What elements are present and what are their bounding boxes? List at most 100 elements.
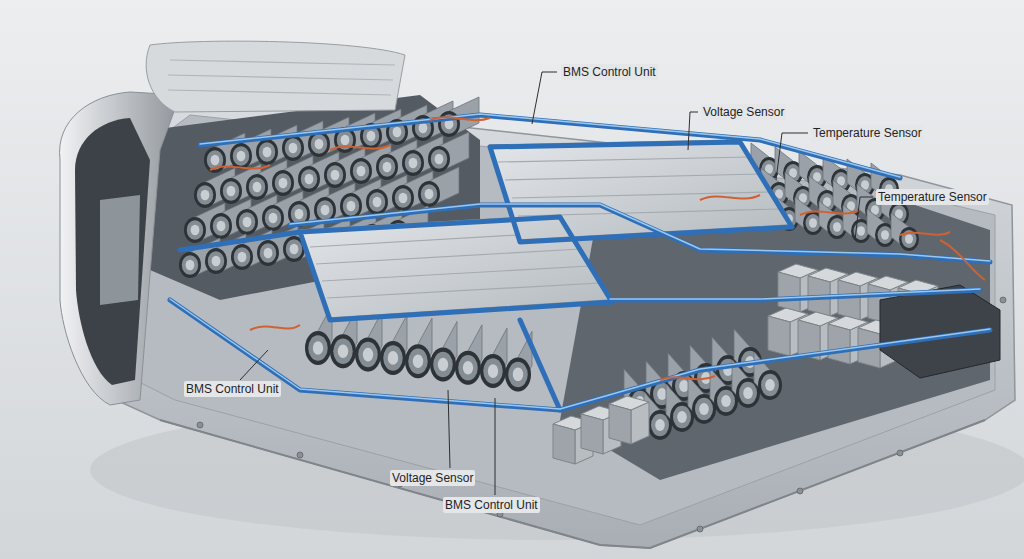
cell-rim [480,354,506,388]
cell-rim [402,150,424,176]
cell-terminal [435,154,444,164]
cell-terminal [699,403,709,415]
cell-end [458,355,478,381]
cell-terminal [857,226,865,236]
illustration-part [322,266,590,281]
cell-terminal [237,151,246,161]
cell-terminal [833,222,841,232]
cell-terminal [253,182,262,192]
cell-rim [366,189,388,215]
cell-end [739,382,757,405]
cell-rim [758,370,782,400]
cell-terminal [263,147,272,157]
cell-terminal [743,387,753,399]
illustration-part [170,115,990,410]
cell-rim [418,181,440,207]
cell-end [405,153,422,173]
illustration-part [168,75,393,80]
cell-end [286,239,303,259]
cell-end [275,173,292,193]
battery-cell [405,318,432,378]
cell-end [285,138,302,158]
illustration-part [170,114,990,409]
cell-end [308,335,328,361]
cell-rim [340,193,362,219]
coolant-tubes [170,114,990,410]
battery-module [609,396,649,444]
cell-rim [899,227,919,251]
cell-terminal [657,388,667,400]
cell-terminal [383,162,392,172]
cell-rim [455,351,481,385]
cell-rim [330,334,356,368]
part-label: BMS Control Unit [443,497,540,513]
cell-terminal [905,234,913,244]
top-cover [146,41,405,112]
module-front [838,280,860,320]
cell-terminal [677,411,687,423]
cell-rim [231,244,253,270]
tray-floor [130,115,995,525]
cell-end [383,345,403,371]
cell-end [291,204,308,224]
cell-terminal [438,358,448,372]
cell-terminal [347,201,356,211]
cell-terminal [313,341,323,355]
cell-terminal [191,225,200,235]
end-shell [60,92,180,405]
module-front [609,404,631,444]
cell-terminal [363,348,373,362]
cell-end [508,362,528,388]
cell-group [179,97,919,440]
illustration-part [330,145,390,150]
cell-end [213,216,230,236]
illustration-part [197,422,203,428]
tray-bolts [197,297,1006,532]
cell-terminal [227,186,236,196]
power-wires [210,117,985,380]
illustration-part [430,117,490,120]
illustration-part [490,142,792,242]
illustration-part [700,195,760,200]
cell-terminal [269,213,278,223]
cell-terminal [463,361,473,375]
battery-cell [430,322,457,382]
cell-terminal [367,131,376,141]
illustration-part [170,60,395,65]
illustration-part [448,390,450,468]
illustration-part [688,112,698,150]
cell-rim [179,252,201,278]
battery-cell [418,167,459,207]
cell-end [717,390,735,413]
illustration-part [180,232,300,250]
cell-terminal [881,230,889,240]
cell-rim [230,143,252,169]
cell-terminal [315,139,324,149]
illustration-part [327,283,600,298]
tray-edge [160,420,985,548]
illustration-part [660,376,715,380]
cell-terminal [305,174,314,184]
cell-terminal [388,351,398,365]
cell-end [695,398,713,421]
cell-rim [184,217,206,243]
illustration-part [520,320,560,410]
illustration-part [210,165,270,170]
illustration-part [797,488,803,494]
cell-end [259,142,276,162]
cell-end [301,169,318,189]
cell-terminal [238,252,247,262]
battery-tray [95,95,1015,548]
cell-terminal [409,158,418,168]
cell-terminal [513,368,523,382]
illustration-part [495,398,496,495]
illustration-part [290,204,990,261]
cell-end [483,358,503,384]
cell-rim [282,135,304,161]
cell-terminal [331,170,340,180]
cell-rim [324,162,346,188]
leader-lines [240,72,873,495]
